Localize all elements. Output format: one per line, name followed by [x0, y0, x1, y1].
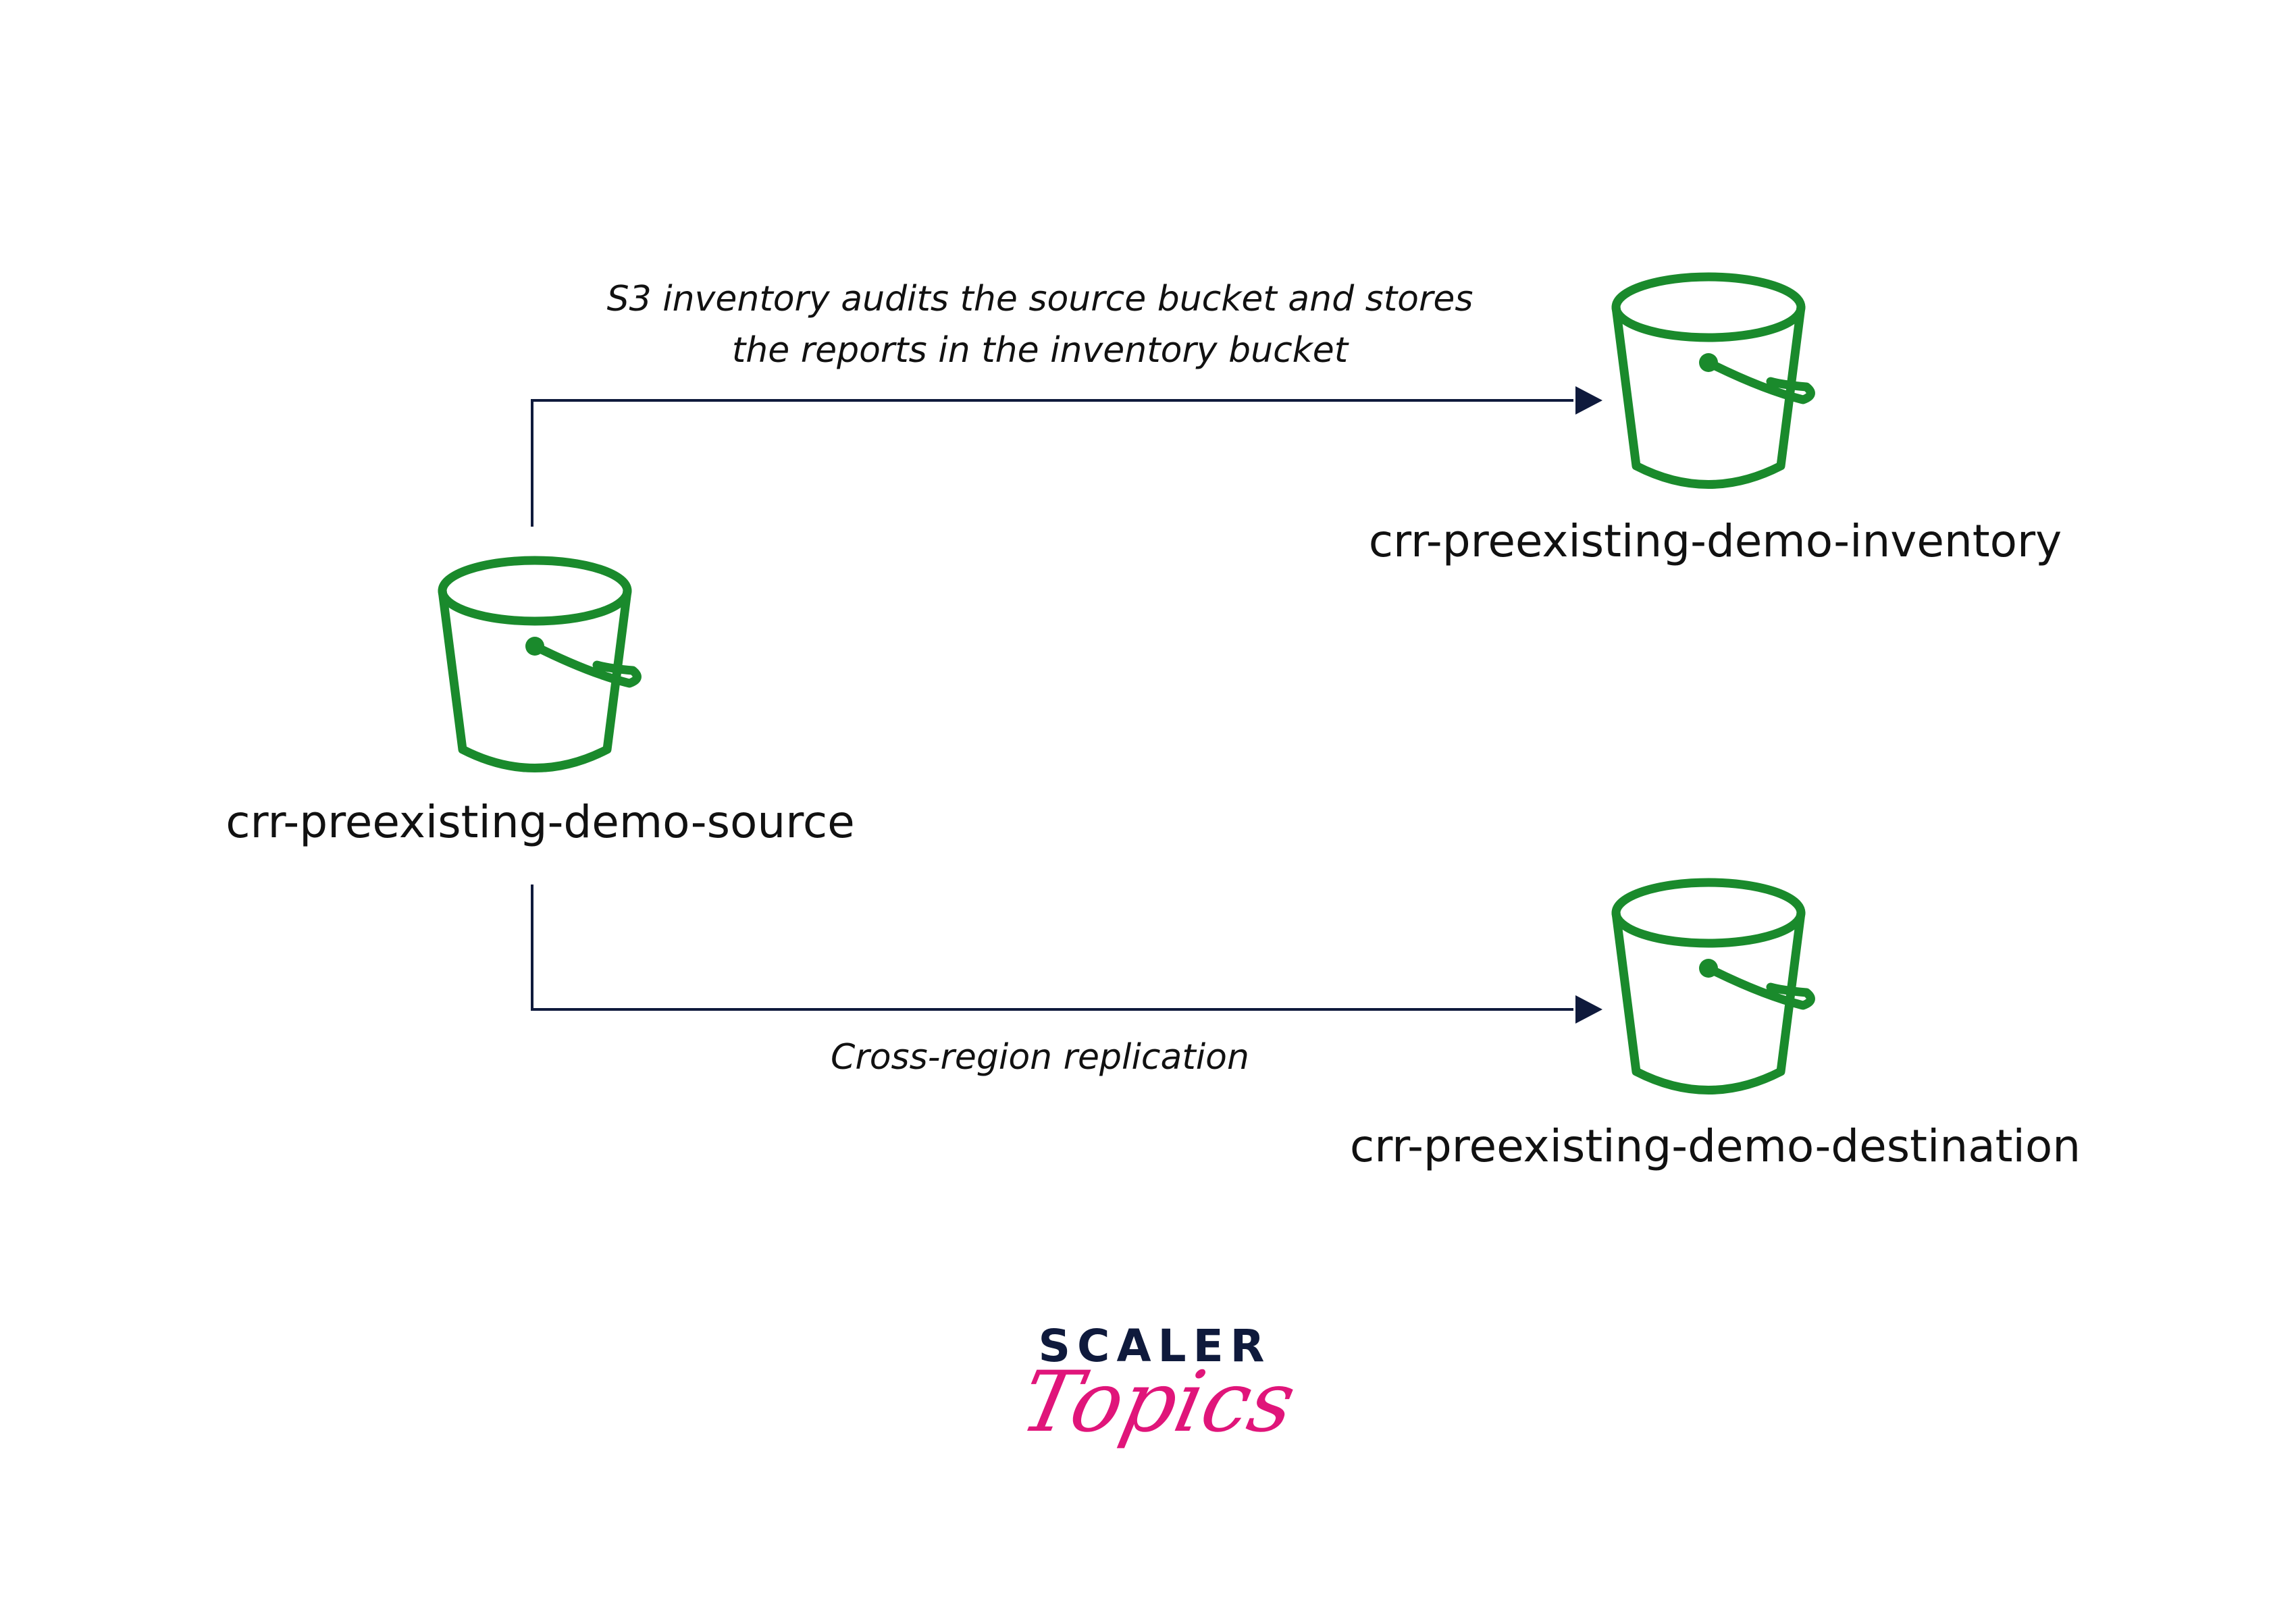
inventory-edge-label: S3 inventory audits the source bucket an… — [607, 273, 1473, 376]
inventory-bucket-label: crr-preexisting-demo-inventory — [1368, 515, 2062, 567]
replication-arrowhead — [1575, 995, 1602, 1024]
destination-bucket-icon — [1611, 878, 1815, 1094]
destination-bucket-label: crr-preexisting-demo-destination — [1349, 1120, 2081, 1172]
logo-scaler-text: SCALER — [1038, 1320, 1272, 1372]
inventory-connector — [531, 386, 1602, 527]
inventory-edge-label-line2: the reports in the inventory bucket — [731, 330, 1349, 371]
replication-connector — [531, 885, 1602, 1024]
source-bucket-label: crr-preexisting-demo-source — [226, 796, 855, 848]
inventory-edge-label-line1: S3 inventory audits the source bucket an… — [606, 279, 1473, 319]
source-bucket-icon — [438, 556, 642, 772]
logo-topics-text: Topics — [1012, 1354, 1304, 1451]
inventory-bucket-icon — [1611, 272, 1815, 489]
inventory-arrowhead — [1575, 386, 1602, 415]
replication-edge-label: Cross-region replication — [831, 1037, 1249, 1078]
